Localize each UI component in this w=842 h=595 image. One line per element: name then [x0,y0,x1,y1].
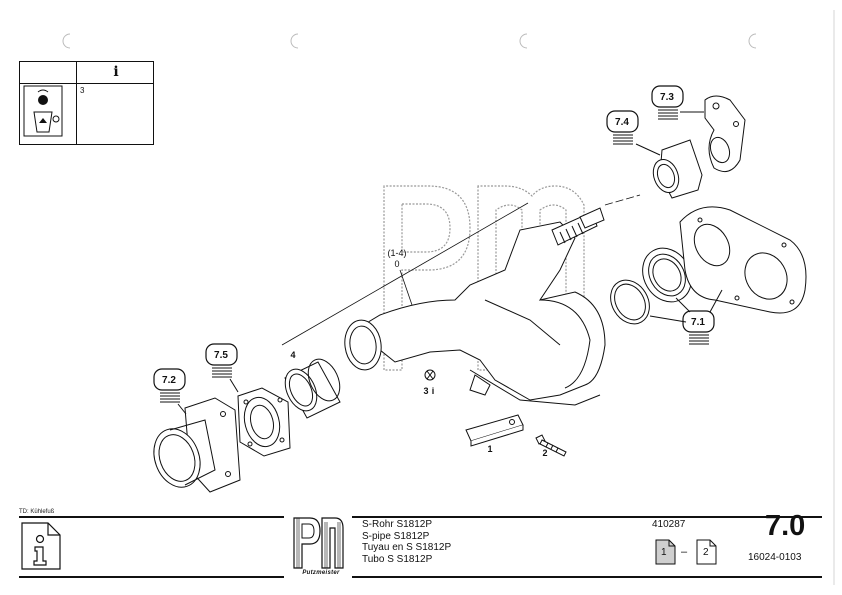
part-4-label: 4 [290,350,295,360]
title-french: Tuyau en S S1812P [362,542,452,553]
part-number: 410287 [652,519,686,530]
info-icon: i [113,64,119,80]
part-3-info-icon: i [432,386,435,396]
lever-7-3 [704,95,746,173]
callout-7-4-label: 7.4 [615,117,629,128]
document-number: 16024-0103 [748,552,802,563]
part-2-label: 2 [542,448,547,458]
part-1-label: 1 [487,444,492,454]
footer-info-box [20,517,282,575]
page-from: 1 [661,547,667,558]
notice-icon-column [20,62,77,144]
assembly-index-label: 0 [394,259,399,269]
bearing-ring-7-5 [237,387,291,457]
td-label: TD: Kühlefuß [19,509,55,515]
housing-plate [679,206,807,314]
seal-rings-7-1 [610,247,692,325]
plate-part-1 [465,414,524,447]
page-sequence: 1 – 2 [655,538,725,568]
footer-bottom-rule-left [19,576,284,578]
title-german: S-Rohr S1812P [362,519,433,530]
callout-7-3[interactable]: 7.3 [651,85,704,120]
callout-7-2[interactable]: 7.2 [153,368,187,415]
footer-top-rule-left [19,516,284,518]
callout-7-1[interactable]: 7.1 [649,289,723,345]
assembly-range-label: (1-4) [387,248,406,258]
logo-label: Putzmeister [302,570,340,576]
title-english: S-pipe S1812P [362,530,430,542]
s-pipe-shaft [551,207,605,246]
callout-7-4[interactable]: 7.4 [606,110,661,156]
section-number: 7.0 [765,510,806,542]
disposal-notice-box: i 3 [19,61,154,145]
callout-7-5[interactable]: 7.5 [205,343,239,393]
footer-info-icon [21,522,61,570]
recycle-disposal-icon [23,85,63,137]
footer-bottom-rule-right [352,576,822,578]
notice-header-row [20,62,153,84]
document-titles: S-Rohr S1812P S-pipe S1812P Tuyau en S S… [362,519,451,565]
putzmeister-logo [290,514,350,579]
notice-number: 3 [80,86,85,95]
binder-holes [62,33,757,49]
callout-7-3-label: 7.3 [660,92,674,103]
footer-top-rule-right [352,516,822,518]
callout-7-2-label: 7.2 [162,375,176,386]
page-to: 2 [703,547,709,558]
flange-assembly-7-2 [153,397,241,493]
page-dash: – [681,546,688,558]
page-sequence-icons [655,539,717,565]
part-3-label: 3 [423,386,428,396]
pm-watermark [383,185,585,371]
pm-logo-mark [293,517,344,569]
callout-7-5-label: 7.5 [214,350,228,361]
wear-ring-part-4 [284,358,341,419]
screw-part-2 [535,434,567,457]
callout-7-1-label: 7.1 [691,317,705,328]
flange-bearing-7-4 [652,139,703,199]
title-spanish: Tubo S S1812P [362,553,433,565]
grease-nipple-part-3 [424,369,436,381]
s-pipe-body [344,221,606,406]
